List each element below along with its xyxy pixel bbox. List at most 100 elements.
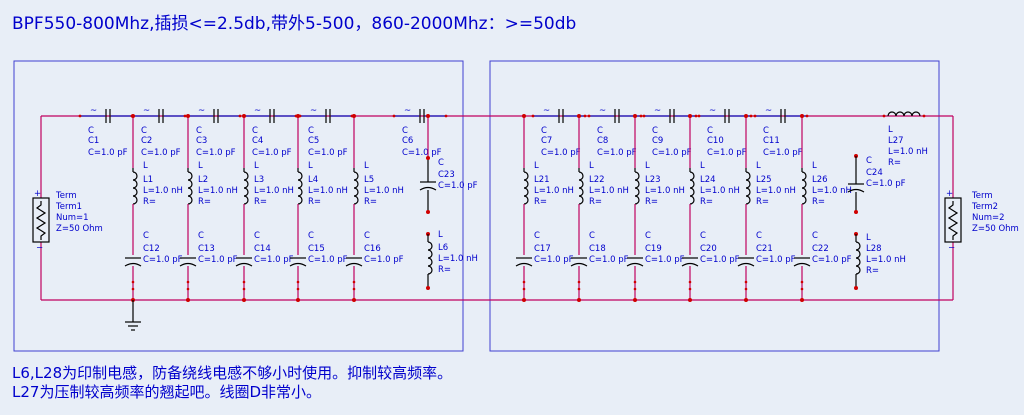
inductor-value-label: L=1.0 nH [589,186,629,196]
capacitor-type-label: C [645,231,651,241]
capacitor-name-label: C8 [597,136,608,146]
inductor-value-label: L=1.0 nH [308,186,348,196]
svg-text:~: ~ [404,106,411,116]
inductor-type-label: L [888,125,893,135]
capacitor-value-label: C=1.0 pF [541,148,581,158]
capacitor-name-label: C14 [254,244,271,254]
capacitor-name-label: C18 [589,244,606,254]
inductor-name-label: L2 [198,175,208,185]
inductor-name-label: L3 [254,175,264,185]
note-line-1: L6,L28为印制电感，防备绕线电感不够小时使用。抑制较高频率。 [12,364,453,382]
inductor-name-label: L4 [308,175,318,185]
svg-text:~: ~ [599,106,606,116]
inductor-type-label: L [812,161,817,171]
capacitor-value-label: C=1.0 pF [308,148,348,158]
svg-text:−: − [948,243,955,253]
capacitor-name-label: C3 [196,136,207,146]
capacitor-value-label: C=1.0 pF [700,255,740,265]
inductor-value-label: L=1.0 nH [364,186,404,196]
inductor-value-label: L=1.0 nH [254,186,294,196]
term-type-label: Term [971,191,993,201]
inductor-value-label: L=1.0 nH [812,186,852,196]
inductor-type-label: L [308,161,313,171]
capacitor-name-label: C12 [143,244,160,254]
term-name-label: Term2 [971,202,998,212]
stage-box-right [489,60,940,352]
capacitor-value-label: C=1.0 pF [763,148,803,158]
term-impedance-label: Z=50 Ohm [972,224,1019,234]
capacitor-name-label: C21 [756,244,773,254]
capacitor-type-label: C [196,126,202,136]
svg-text:~: ~ [254,106,261,116]
capacitor-type-label: C [252,126,258,136]
inductor-value-label: L=1.0 nH [143,186,183,196]
stage-box-left [13,60,464,352]
capacitor-value-label: C=1.0 pF [812,255,852,265]
capacitor-value-label: C=1.0 pF [652,148,692,158]
capacitor-value-label: C=1.0 pF [402,148,442,158]
capacitor-type-label: C [141,126,147,136]
term-impedance-label: Z=50 Ohm [56,224,103,234]
inductor-type-label: L [198,161,203,171]
inductor-r-label: R= [888,158,901,168]
capacitor-name-label: C22 [812,244,829,254]
capacitor-type-label: C [402,126,408,136]
capacitor-type-label: C [763,126,769,136]
capacitor-type-label: C [707,126,713,136]
capacitor-name-label: C19 [645,244,662,254]
inductor-name-label: L21 [534,175,550,185]
inductor-value-label: L=1.0 nH [888,147,928,157]
svg-text:+: + [946,189,953,199]
capacitor-value-label: C=1.0 pF [308,255,348,265]
svg-text:~: ~ [654,106,661,116]
inductor-r-label: R= [645,197,658,207]
capacitor-name-label: C16 [364,244,381,254]
inductor-value-label: L=1.0 nH [534,186,574,196]
inductor-type-label: L [364,161,369,171]
capacitor-value-label: C=1.0 pF [589,255,629,265]
inductor-r-label: R= [438,265,451,275]
capacitor-name-label: C24 [866,168,883,178]
note-line-2: L27为压制较高频率的翘起吧。线圈D非常小。 [12,383,321,401]
schematic-title: BPF550-800Mhz,插损<=2.5db,带外5-500，860-2000… [12,14,577,34]
capacitor-value-label: C=1.0 pF [438,181,478,191]
inductor-r-label: R= [143,197,156,207]
inductor-name-label: L27 [888,136,904,146]
capacitor-name-label: C23 [438,170,455,180]
capacitor-value-label: C=1.0 pF [254,255,294,265]
capacitor-name-label: C10 [707,136,724,146]
capacitor-type-label: C [756,231,762,241]
capacitor-value-label: C=1.0 pF [141,148,181,158]
svg-text:−: − [36,243,43,253]
inductor-name-label: L23 [645,175,661,185]
inductor-name-label: L25 [756,175,772,185]
capacitor-value-label: C=1.0 pF [88,148,128,158]
svg-text:~: ~ [198,106,205,116]
capacitor-value-label: C=1.0 pF [364,255,404,265]
capacitor-name-label: C13 [198,244,215,254]
capacitor-type-label: C [652,126,658,136]
inductor-type-label: L [700,161,705,171]
inductor-type-label: L [534,161,539,171]
inductor-name-label: L5 [364,175,374,185]
capacitor-type-label: C [597,126,603,136]
capacitor-name-label: C20 [700,244,717,254]
ground-symbol [125,300,141,331]
term-num-label: Num=2 [972,213,1005,223]
